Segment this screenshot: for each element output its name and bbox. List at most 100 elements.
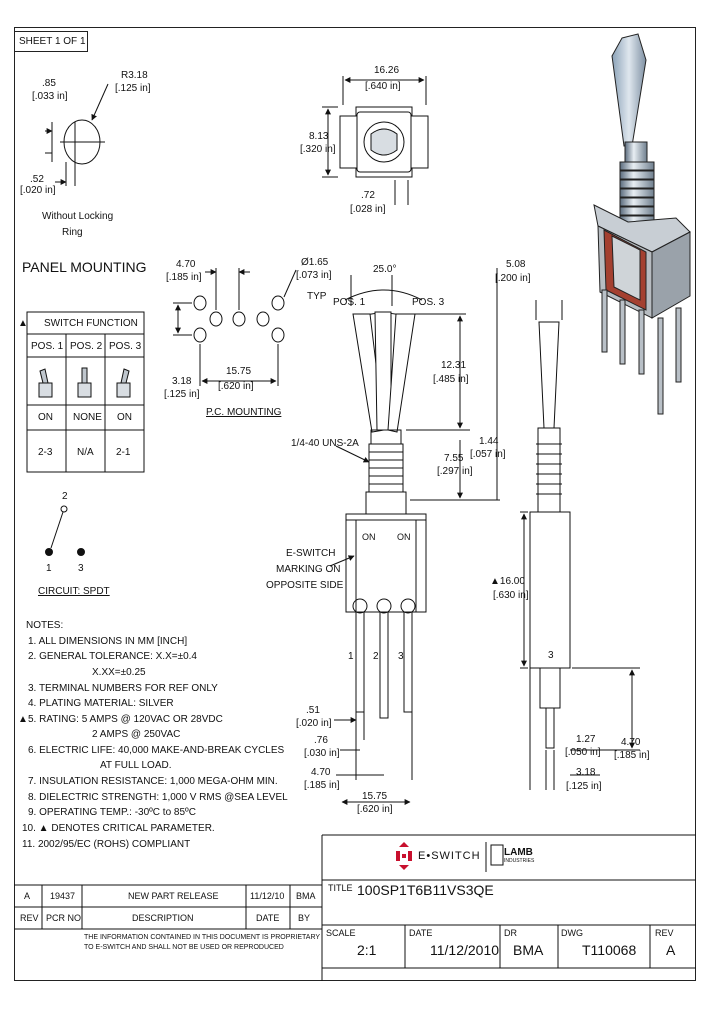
revision-value: A bbox=[666, 942, 676, 958]
front-span-mm: 15.75 bbox=[362, 791, 388, 802]
note-5: 5. RATING: 5 AMPS @ 120VAC OR 28VDC bbox=[28, 714, 223, 725]
front-pin-1: 1 bbox=[348, 651, 354, 662]
switch-function-title: SWITCH FUNCTION bbox=[44, 318, 138, 329]
rev-hdr-rev: REV bbox=[20, 913, 39, 923]
circuit-terminal-2: 2 bbox=[62, 491, 68, 502]
top-tab-in: [.028 in] bbox=[350, 204, 386, 215]
top-height-mm: 8.13 bbox=[309, 131, 329, 142]
pc-pitch-in: [.185 in] bbox=[166, 272, 202, 283]
side-pin-len-in: [.185 in] bbox=[614, 750, 650, 761]
front-lever-mm: 12.31 bbox=[441, 360, 467, 371]
notes-title: NOTES: bbox=[26, 620, 64, 631]
note-9: 9. OPERATING TEMP.: -30ºC to 85ºC bbox=[28, 807, 196, 818]
front-span-in: [.620 in] bbox=[357, 804, 393, 815]
front-on-right: ON bbox=[397, 532, 411, 542]
side-lever-dia-mm: 5.08 bbox=[506, 259, 526, 270]
circuit-terminal-3: 3 bbox=[78, 563, 84, 574]
hole-width-mm: .52 bbox=[30, 174, 44, 185]
date-value: 11/12/2010 bbox=[430, 942, 500, 958]
switch-function-state-2: NONE bbox=[73, 412, 102, 423]
front-pitch-mm: 4.70 bbox=[311, 767, 331, 778]
e-switch-brand: E•SWITCH bbox=[418, 850, 481, 862]
note-2b: X.XX=±0.25 bbox=[92, 667, 146, 678]
note-8: 8. DIELECTRIC STRENGTH: 1,000 V RMS @SEA… bbox=[28, 792, 288, 803]
side-pin-off-mm: 3.18 bbox=[576, 767, 596, 778]
rev-row-desc: NEW PART RELEASE bbox=[128, 891, 219, 901]
pc-offset-mm: 3.18 bbox=[172, 376, 192, 387]
pc-hole-in: [.073 in] bbox=[296, 270, 332, 281]
circuit-terminal-1: 1 bbox=[46, 563, 52, 574]
revision-label: REV bbox=[655, 928, 674, 938]
hole-note-1: Without Locking bbox=[42, 211, 114, 222]
note-4: 4. PLATING MATERIAL: SILVER bbox=[28, 698, 174, 709]
hole-radius-in: [.125 in] bbox=[115, 83, 151, 94]
title-block-grid bbox=[14, 834, 696, 981]
drawn-by-label: DR bbox=[504, 928, 517, 938]
switch-function-header-2: POS. 2 bbox=[70, 341, 103, 352]
title-label: TITLE bbox=[328, 883, 353, 893]
rev-hdr-date: DATE bbox=[256, 913, 280, 923]
side-body-in: [.630 in] bbox=[493, 590, 529, 601]
hole-width-in: [.020 in] bbox=[20, 185, 56, 196]
disclaimer-1: THE INFORMATION CONTAINED IN THIS DOCUME… bbox=[84, 934, 321, 941]
panel-hole-drawing bbox=[45, 83, 109, 186]
top-width-mm: 16.26 bbox=[374, 65, 400, 76]
hole-dia-mm: .85 bbox=[42, 78, 56, 89]
switch-function-state-1: ON bbox=[38, 412, 53, 423]
panel-mounting-heading: PANEL MOUNTING bbox=[22, 259, 147, 275]
side-collar-mm: 1.44 bbox=[479, 436, 499, 447]
scale-label: SCALE bbox=[326, 928, 356, 938]
pc-offset-in: [.125 in] bbox=[164, 389, 200, 400]
front-pin-w-in: [.020 in] bbox=[296, 718, 332, 729]
front-pin-t-mm: .76 bbox=[314, 735, 328, 746]
sheet-border bbox=[14, 27, 696, 981]
critical-marker-icon: ▲ bbox=[18, 714, 28, 725]
lamb-brand-sub: INDUSTRIES bbox=[504, 858, 535, 864]
switch-3d-render bbox=[593, 33, 691, 415]
e-switch-logo-icon bbox=[396, 842, 412, 870]
disclaimer-2: TO E-SWITCH AND SHALL NOT BE USED OR REP… bbox=[84, 944, 284, 951]
sheet-label: SHEET 1 OF 1 bbox=[19, 36, 86, 47]
pc-typ: TYP bbox=[307, 291, 327, 302]
switch-function-conn-2: N/A bbox=[77, 447, 94, 458]
front-pin-3: 3 bbox=[398, 651, 404, 662]
switch-function-conn-1: 2-3 bbox=[38, 447, 53, 458]
drawing-number-label: DWG bbox=[561, 928, 583, 938]
side-lever-dia-in: [.200 in] bbox=[495, 273, 531, 284]
pc-span-in: [.620 in] bbox=[218, 381, 254, 392]
pc-mounting-drawing bbox=[173, 268, 297, 386]
rev-row-by: BMA bbox=[296, 891, 316, 901]
front-angle: 25.0° bbox=[373, 264, 397, 275]
hole-dia-in: [.033 in] bbox=[32, 91, 68, 102]
pc-mounting-heading: P.C. MOUNTING bbox=[206, 407, 282, 418]
hole-radius-mm: R3.18 bbox=[121, 70, 148, 81]
pc-hole-mm: Ø1.65 bbox=[301, 257, 329, 268]
front-pitch-in: [.185 in] bbox=[304, 780, 340, 791]
side-pin-w-in: [.050 in] bbox=[565, 747, 601, 758]
switch-function-state-3: ON bbox=[117, 412, 132, 423]
note-10: 10. ▲ DENOTES CRITICAL PARAMETER. bbox=[22, 823, 215, 834]
note-11: 11. 2002/95/EC (ROHS) COMPLIANT bbox=[22, 839, 191, 850]
circuit-diagram bbox=[45, 505, 85, 556]
sheet-label-box bbox=[14, 31, 88, 52]
rev-row-date: 11/12/10 bbox=[250, 891, 285, 901]
top-tab-mm: .72 bbox=[361, 190, 375, 201]
drawn-by-value: BMA bbox=[513, 942, 544, 958]
rev-hdr-pcr: PCR NO bbox=[46, 913, 82, 923]
front-on-left: ON bbox=[362, 532, 376, 542]
note-1: 1. ALL DIMENSIONS IN MM [INCH] bbox=[28, 636, 188, 647]
note-6: 6. ELECTRIC LIFE: 40,000 MAKE-AND-BREAK … bbox=[28, 745, 285, 756]
front-pin-2: 2 bbox=[373, 651, 379, 662]
part-number-title: 100SP1T6B11VS3QE bbox=[357, 882, 494, 898]
note-6b: AT FULL LOAD. bbox=[100, 760, 172, 771]
side-collar-in: [.057 in] bbox=[470, 449, 506, 460]
front-bushing-mm: 7.55 bbox=[444, 453, 464, 464]
date-label: DATE bbox=[409, 928, 433, 938]
front-bushing-in: [.297 in] bbox=[437, 466, 473, 477]
side-pin-label: 3 bbox=[548, 650, 554, 661]
front-marking-3: OPPOSITE SIDE bbox=[266, 580, 344, 591]
switch-function-header-3: POS. 3 bbox=[109, 341, 142, 352]
hole-note-2: Ring bbox=[62, 227, 83, 238]
